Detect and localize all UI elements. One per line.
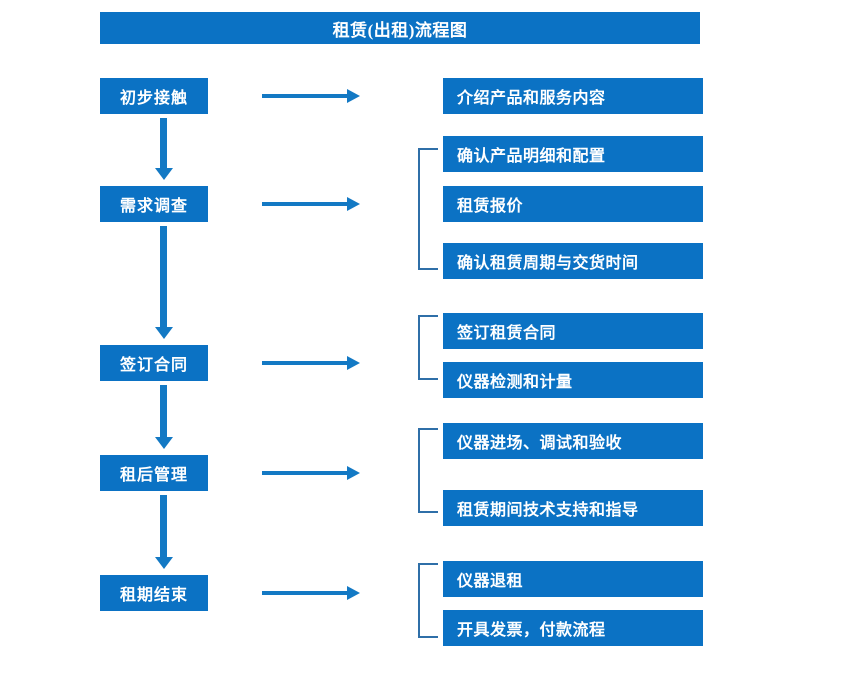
arrow-down-contract-to-mgmt xyxy=(155,385,173,449)
bracket-post-rent-mgmt-group xyxy=(418,428,438,513)
arrow-right-initial-contact xyxy=(262,89,360,103)
stage-box-needs-survey[interactable]: 需求调查 xyxy=(100,186,208,222)
arrow-down-contact-to-survey xyxy=(155,118,173,180)
arrow-right-post-rent-mgmt xyxy=(262,466,360,480)
detail-box-instrument-return[interactable]: 仪器退租 xyxy=(443,561,703,597)
stage-box-post-rent-mgmt[interactable]: 租后管理 xyxy=(100,455,208,491)
arrow-shaft xyxy=(262,361,348,365)
arrow-down-mgmt-to-end xyxy=(155,495,173,569)
arrow-head xyxy=(347,586,360,600)
arrow-head xyxy=(155,327,173,339)
stage-box-initial-contact[interactable]: 初步接触 xyxy=(100,78,208,114)
arrow-head xyxy=(155,168,173,180)
arrow-shaft xyxy=(160,226,167,327)
bracket-needs-survey-group xyxy=(418,148,438,270)
detail-box-confirm-product-spec[interactable]: 确认产品明细和配置 xyxy=(443,136,703,172)
arrow-shaft xyxy=(160,495,167,557)
detail-box-rental-quote[interactable]: 租赁报价 xyxy=(443,186,703,222)
detail-box-instrument-inspection[interactable]: 仪器检测和计量 xyxy=(443,362,703,398)
detail-box-instrument-onsite[interactable]: 仪器进场、调试和验收 xyxy=(443,423,703,459)
arrow-right-needs-survey xyxy=(262,197,360,211)
arrow-right-sign-contract xyxy=(262,356,360,370)
detail-box-sign-rental-contract[interactable]: 签订租赁合同 xyxy=(443,313,703,349)
bracket-lease-end-group xyxy=(418,563,438,638)
arrow-shaft xyxy=(262,471,348,475)
arrow-head xyxy=(347,197,360,211)
detail-box-technical-support[interactable]: 租赁期间技术支持和指导 xyxy=(443,490,703,526)
arrow-head xyxy=(155,437,173,449)
arrow-head xyxy=(347,356,360,370)
diagram-title: 租赁(出租)流程图 xyxy=(100,12,700,44)
arrow-shaft xyxy=(160,118,167,168)
arrow-head xyxy=(347,89,360,103)
arrow-shaft xyxy=(262,94,348,98)
arrow-right-lease-end xyxy=(262,586,360,600)
detail-box-confirm-term-delivery[interactable]: 确认租赁周期与交货时间 xyxy=(443,243,703,279)
detail-box-introduce-products[interactable]: 介绍产品和服务内容 xyxy=(443,78,703,114)
arrow-shaft xyxy=(160,385,167,437)
arrow-head xyxy=(155,557,173,569)
arrow-shaft xyxy=(262,202,348,206)
stage-box-lease-end[interactable]: 租期结束 xyxy=(100,575,208,611)
arrow-shaft xyxy=(262,591,348,595)
arrow-head xyxy=(347,466,360,480)
detail-box-invoice-payment[interactable]: 开具发票，付款流程 xyxy=(443,610,703,646)
stage-box-sign-contract[interactable]: 签订合同 xyxy=(100,345,208,381)
arrow-down-survey-to-contract xyxy=(155,226,173,339)
bracket-sign-contract-group xyxy=(418,315,438,380)
